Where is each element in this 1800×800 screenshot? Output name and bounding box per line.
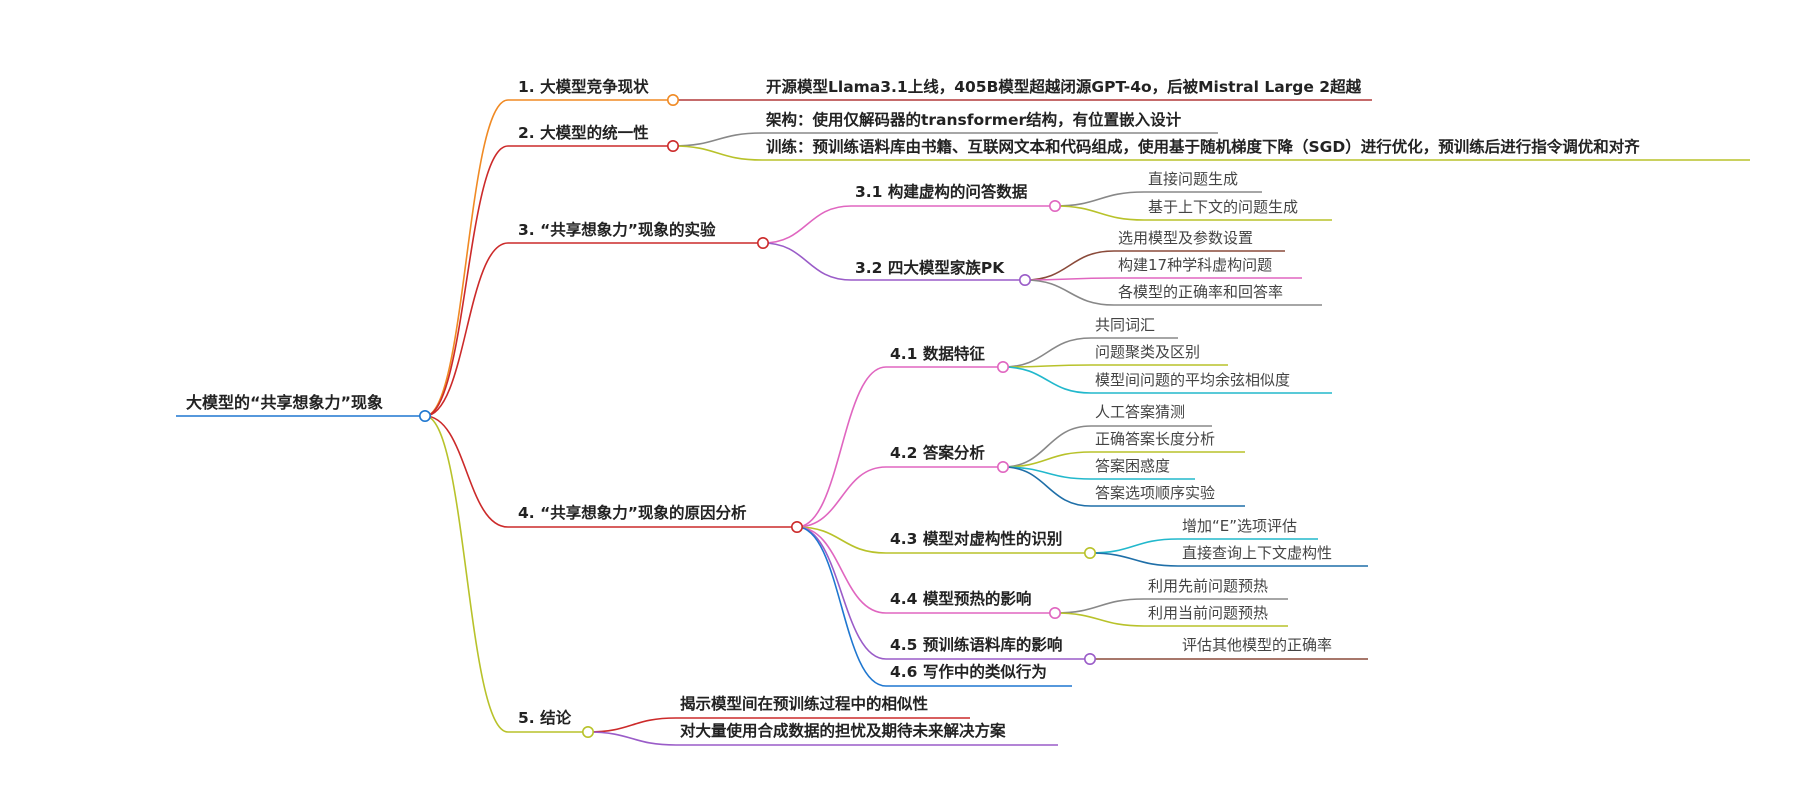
topic-b3.3.0: 利用先前问题预热	[1148, 577, 1268, 595]
expand-node-icon-b1[interactable]	[666, 140, 679, 153]
link-b3.1.1	[1002, 451, 1092, 468]
link-b0	[424, 99, 509, 417]
topic-b3.0.0: 共同词汇	[1095, 316, 1155, 334]
topic-b2.0.1: 基于上下文的问题生成	[1148, 198, 1298, 216]
expand-node-icon-b3.4[interactable]	[1084, 652, 1097, 665]
link-b3.5	[796, 526, 887, 687]
link-b3.2.1	[1089, 552, 1179, 567]
expand-node-icon-b3.1[interactable]	[996, 460, 1009, 473]
mindmap-links	[424, 99, 1179, 746]
link-b2.1.2	[1024, 279, 1115, 306]
topic-b3.2.0: 增加“E”选项评估	[1182, 517, 1297, 535]
topic-b3.0.1: 问题聚类及区别	[1095, 343, 1200, 361]
topic-b0.0: 开源模型Llama3.1上线，405B模型超越闭源GPT-4o，后被Mistra…	[766, 77, 1362, 96]
link-b2.1	[762, 242, 852, 281]
root-topic: 大模型的“共享想象力”现象	[186, 393, 383, 412]
link-b2	[424, 242, 509, 417]
topic-b3.1: 4.2 答案分析	[890, 443, 985, 462]
topic-b0: 1. 大模型竞争现状	[518, 77, 649, 96]
link-b3.2.0	[1089, 538, 1179, 554]
link-b3.0.0	[1002, 337, 1092, 368]
topic-b3.3.1: 利用当前问题预热	[1148, 604, 1268, 622]
link-b3.1	[796, 466, 887, 528]
link-b3.4	[796, 526, 887, 660]
topic-b4.0: 揭示模型间在预训练过程中的相似性	[680, 694, 929, 713]
link-b2.1.0	[1024, 250, 1115, 281]
topic-b2.1.2: 各模型的正确率和回答率	[1118, 283, 1283, 301]
topic-b2.1.0: 选用模型及参数设置	[1118, 229, 1253, 247]
topic-b2.0: 3.1 构建虚构的问答数据	[855, 182, 1028, 201]
topic-b3.1.0: 人工答案猜测	[1095, 403, 1185, 421]
link-b3.0.2	[1002, 366, 1092, 394]
topic-b2.0.0: 直接问题生成	[1148, 170, 1238, 188]
topic-b3.1.3: 答案选项顺序实验	[1095, 484, 1215, 502]
link-b3.1.0	[1002, 425, 1092, 468]
link-b1	[424, 145, 509, 417]
mindmap-nodes: 大模型的“共享想象力”现象 1. 大模型竞争现状 开源模型Llama3.1上线，40…	[176, 77, 1750, 746]
topic-b3.2.1: 直接查询上下文虚构性	[1182, 544, 1332, 562]
topic-b3.5: 4.6 写作中的类似行为	[890, 662, 1047, 681]
topic-b4.1: 对大量使用合成数据的担忧及期待未来解决方案	[680, 721, 1006, 740]
link-b3.2	[796, 526, 887, 554]
expand-node-icon-root[interactable]	[418, 409, 431, 422]
expand-node-icon-b2[interactable]	[756, 237, 769, 250]
topic-b2.1: 3.2 四大模型家族PK	[855, 258, 1005, 277]
topic-b2.1.1: 构建17种学科虚构问题	[1118, 256, 1272, 274]
link-b3.0	[796, 366, 887, 528]
expand-node-icon-b3.3[interactable]	[1049, 606, 1062, 619]
link-b1.0	[672, 132, 763, 147]
topic-b1: 2. 大模型的统一性	[518, 123, 649, 142]
topic-b3.2: 4.3 模型对虚构性的识别	[890, 529, 1062, 548]
topic-b2: 3. “共享想象力”现象的实验	[518, 220, 716, 239]
topic-b3.3: 4.4 模型预热的影响	[890, 589, 1031, 608]
link-b3.3.1	[1054, 612, 1145, 627]
topic-b4: 5. 结论	[518, 708, 572, 727]
topic-b3.1.1: 正确答案长度分析	[1095, 430, 1215, 448]
expand-node-icon-b3[interactable]	[790, 520, 803, 533]
link-b3.1.3	[1002, 466, 1092, 507]
link-b2.0.0	[1054, 191, 1145, 207]
topic-b3.0: 4.1 数据特征	[890, 344, 985, 363]
link-b2.0	[762, 205, 852, 244]
link-b3.3	[796, 526, 887, 614]
link-b2.0.1	[1054, 205, 1145, 221]
topic-b1.1: 训练：预训练语料库由书籍、互联网文本和代码组成，使用基于随机梯度下降（SGD）进…	[766, 137, 1640, 156]
expand-node-icon-b3.0[interactable]	[996, 360, 1009, 373]
topic-b3.4.0: 评估其他模型的正确率	[1182, 636, 1332, 654]
expand-node-icon-b0[interactable]	[666, 94, 679, 107]
topic-b3.1.2: 答案困惑度	[1095, 457, 1170, 475]
link-b4.1	[587, 731, 677, 746]
link-b4	[424, 415, 509, 733]
expand-node-icon-b3.2[interactable]	[1084, 546, 1097, 559]
link-b3	[424, 415, 509, 528]
link-b4.0	[587, 717, 677, 733]
expand-node-icon-b4[interactable]	[581, 725, 594, 738]
link-b1.1	[672, 145, 763, 161]
link-b3.3.0	[1054, 598, 1145, 614]
topic-b3.0.2: 模型间问题的平均余弦相似度	[1095, 371, 1290, 389]
topic-b1.0: 架构：使用仅解码器的transformer结构，有位置嵌入设计	[765, 110, 1182, 129]
topic-b3: 4. “共享想象力”现象的原因分析	[518, 503, 747, 522]
expand-node-icon-b2.0[interactable]	[1049, 200, 1062, 213]
expand-node-icon-b2.1[interactable]	[1018, 273, 1031, 286]
topic-b3.4: 4.5 预训练语料库的影响	[890, 635, 1062, 654]
